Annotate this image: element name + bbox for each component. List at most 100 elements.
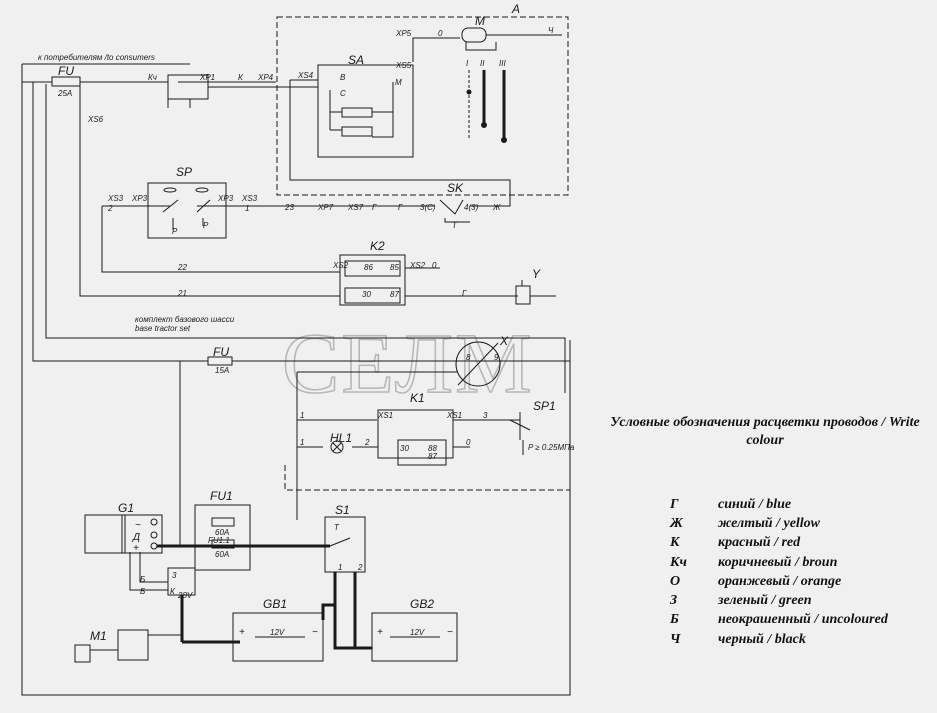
xp1-label: XP1 xyxy=(199,73,215,82)
fu1-rating-a: 60A xyxy=(215,528,229,537)
gb1-minus: − xyxy=(312,627,318,638)
xs4-label: XS4 xyxy=(297,71,314,80)
n2-label: 2 xyxy=(107,204,113,213)
n21-label: 21 xyxy=(177,289,187,298)
base-set-ru: комплект базового шасси xyxy=(135,315,235,324)
k1-30-label: 30 xyxy=(400,444,409,453)
gb2-label: GB2 xyxy=(410,597,434,611)
x-9-label: 9 xyxy=(494,353,499,362)
n22-label: 22 xyxy=(177,263,187,272)
block-a-frame xyxy=(276,16,569,196)
legend-text: желтый / yellow xyxy=(718,515,821,531)
legend-text: черный / black xyxy=(718,631,806,647)
sa-c-label: С xyxy=(340,89,346,98)
legend-row: Кч коричневый / broun xyxy=(600,553,930,572)
labels: к потребителям /to consumers A FU 25A XS… xyxy=(38,2,575,643)
g1-plus: + xyxy=(133,543,139,554)
gb2-voltage: 12V xyxy=(410,628,425,637)
n1-label: 1 xyxy=(245,204,249,213)
xs2-right-label: XS2 xyxy=(409,261,426,270)
s1-2-label: 2 xyxy=(357,563,363,572)
block-a-label: A xyxy=(511,2,520,16)
k2-0-label: 0 xyxy=(432,261,437,270)
sp-p1-label: P xyxy=(172,227,178,236)
k1-87-label: 87 xyxy=(428,452,437,461)
xs6-label: XS6 xyxy=(87,115,104,124)
zh-wire-label: Ж xyxy=(492,203,501,212)
k-g1-label: К xyxy=(170,587,176,596)
xp3-left-label: XP3 xyxy=(131,194,148,203)
g1-tilde: ~ xyxy=(135,520,141,531)
g1-d: Д xyxy=(132,532,140,543)
pos-3: III xyxy=(499,59,506,68)
xs3-left-label: XS3 xyxy=(107,194,124,203)
xp7-label: XP7 xyxy=(317,203,334,212)
xp4-label: XP4 xyxy=(257,73,274,82)
fu1-1-label: FU1.1 xyxy=(208,536,230,545)
base-set-en: base tractor set xyxy=(135,324,191,333)
fu-main-label: FU xyxy=(58,64,74,78)
k2-87-label: 87 xyxy=(390,290,399,299)
reg-28v-label: 28V xyxy=(177,591,193,600)
gb1-label: GB1 xyxy=(263,597,287,611)
k1-2-label: 2 xyxy=(364,438,370,447)
legend-title: Условные обозначения расцветки проводов … xyxy=(610,415,920,448)
k1-0-label: 0 xyxy=(466,438,471,447)
legend-code: З xyxy=(670,593,678,609)
kch-label: Кч xyxy=(148,73,157,82)
g-wire-2: Г xyxy=(398,203,403,212)
k2-85-label: 85 xyxy=(390,263,399,272)
sk-t-label: Т xyxy=(452,221,458,230)
xs7-label: XS7 xyxy=(347,203,364,212)
k-wire-label: К xyxy=(238,73,244,82)
m1-label: M1 xyxy=(90,629,107,643)
gb2-minus: − xyxy=(447,627,453,638)
watermark: СЕЛМ xyxy=(282,315,534,411)
legend-text: красный / red xyxy=(718,535,801,551)
gb1-voltage: 12V xyxy=(270,628,285,637)
sk-label: SK xyxy=(447,181,464,195)
legend-text: коричневый / broun xyxy=(718,554,838,570)
sp-p2-label: P xyxy=(203,221,209,230)
s1-t-label: Т xyxy=(334,523,340,532)
g1-label: G1 xyxy=(118,501,134,515)
o-wire-label: 0 xyxy=(438,29,443,38)
wires xyxy=(21,16,571,696)
b2-label: Б xyxy=(140,587,145,596)
sa-m-label: М xyxy=(395,78,402,87)
to-consumers-label: к потребителям /to consumers xyxy=(38,53,155,62)
sk-43-label: 4(3) xyxy=(464,203,479,212)
g-wire-3: Г xyxy=(462,289,467,298)
k1-1a-label: 1 xyxy=(300,411,304,420)
sp-label: SP xyxy=(176,165,192,179)
g-wire-1: Г xyxy=(372,203,377,212)
k1-xs1b-label: XS1 xyxy=(446,411,462,420)
x-8-label: 8 xyxy=(466,353,471,362)
legend-code: Кч xyxy=(670,554,687,570)
s1-1-label: 1 xyxy=(338,563,342,572)
legend-text: зеленый / green xyxy=(718,593,812,609)
k1-label: K1 xyxy=(410,391,425,405)
k2-label: K2 xyxy=(370,239,385,253)
xs5-label: XS5 xyxy=(395,61,412,70)
fu-mid-label: FU xyxy=(213,345,229,359)
xs2-left-label: XS2 xyxy=(332,261,349,270)
legend-code: Ч xyxy=(670,631,681,647)
pos-1: I xyxy=(466,59,469,68)
wire-colour-legend: Условные обозначения расцветки проводов … xyxy=(600,414,930,649)
legend-text: оранжевый / orange xyxy=(718,573,842,589)
xp3-right-label: XP3 xyxy=(217,194,234,203)
k2-30-label: 30 xyxy=(362,290,371,299)
hl1-label: HL1 xyxy=(330,431,352,445)
n23-label: 23 xyxy=(284,203,294,212)
sp1-p-label: P ≥ 0.25МПа xyxy=(528,443,575,452)
y-label: Y xyxy=(532,267,541,281)
sa-v-label: В xyxy=(340,73,346,82)
legend-code: Б xyxy=(670,612,679,628)
